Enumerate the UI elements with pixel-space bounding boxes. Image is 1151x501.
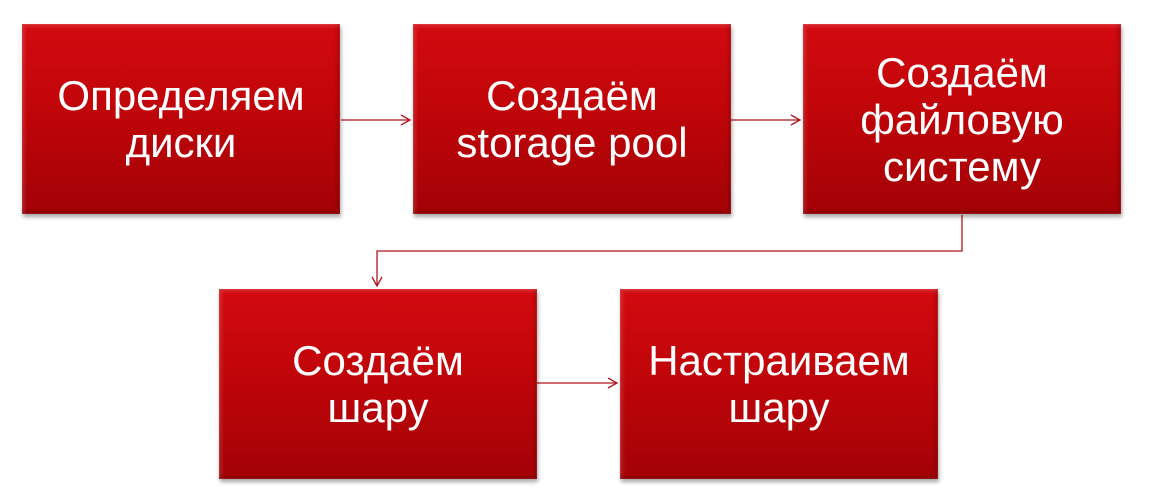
- step-label-line: Настраиваем: [648, 337, 910, 384]
- step-create-storage-pool: Создаём storage pool: [413, 24, 731, 214]
- step-label-line: файловую: [860, 95, 1064, 143]
- step-label-line: диски: [125, 119, 237, 166]
- step-label-line: Создаём: [486, 72, 658, 119]
- step-label-line: storage pool: [456, 119, 688, 166]
- arrow-step3-to-step4: [376, 215, 963, 286]
- step-define-disks: Определяем диски: [22, 24, 340, 214]
- step-configure-share: Настраиваем шару: [620, 289, 938, 479]
- arrowhead-icon: [607, 377, 619, 389]
- step-label-line: Создаём: [876, 48, 1048, 96]
- arrowhead-icon: [400, 114, 412, 126]
- step-label-line: шару: [728, 384, 830, 431]
- step-label-line: Создаём: [292, 337, 464, 384]
- step-label-line: Определяем: [57, 72, 305, 119]
- step-label-line: шару: [327, 384, 429, 431]
- step-create-file-system: Создаём файловую систему: [803, 24, 1121, 214]
- step-create-share: Создаём шару: [219, 289, 537, 479]
- arrowhead-icon: [790, 114, 802, 126]
- arrowhead-icon: [371, 276, 383, 288]
- step-label-line: систему: [883, 142, 1041, 190]
